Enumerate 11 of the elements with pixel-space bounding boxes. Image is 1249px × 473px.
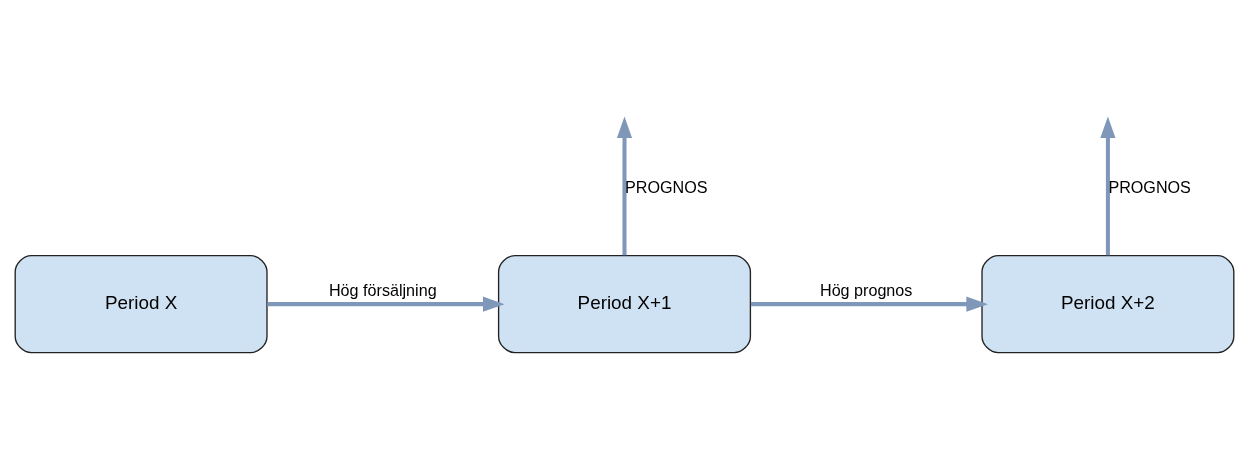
arrow <box>1100 115 1116 255</box>
node-box: Period X <box>14 254 268 353</box>
node-box: Period X+2 <box>981 254 1235 353</box>
edge-label: Hög försäljning <box>328 280 437 299</box>
arrow <box>267 296 505 312</box>
edge-label: PROGNOS <box>624 177 708 196</box>
edge-label: PROGNOS <box>1108 177 1191 196</box>
node-box: Period X+1 <box>497 254 752 353</box>
edge-label: Hög prognos <box>819 280 913 299</box>
arrow <box>750 296 988 312</box>
arrow <box>616 115 633 255</box>
